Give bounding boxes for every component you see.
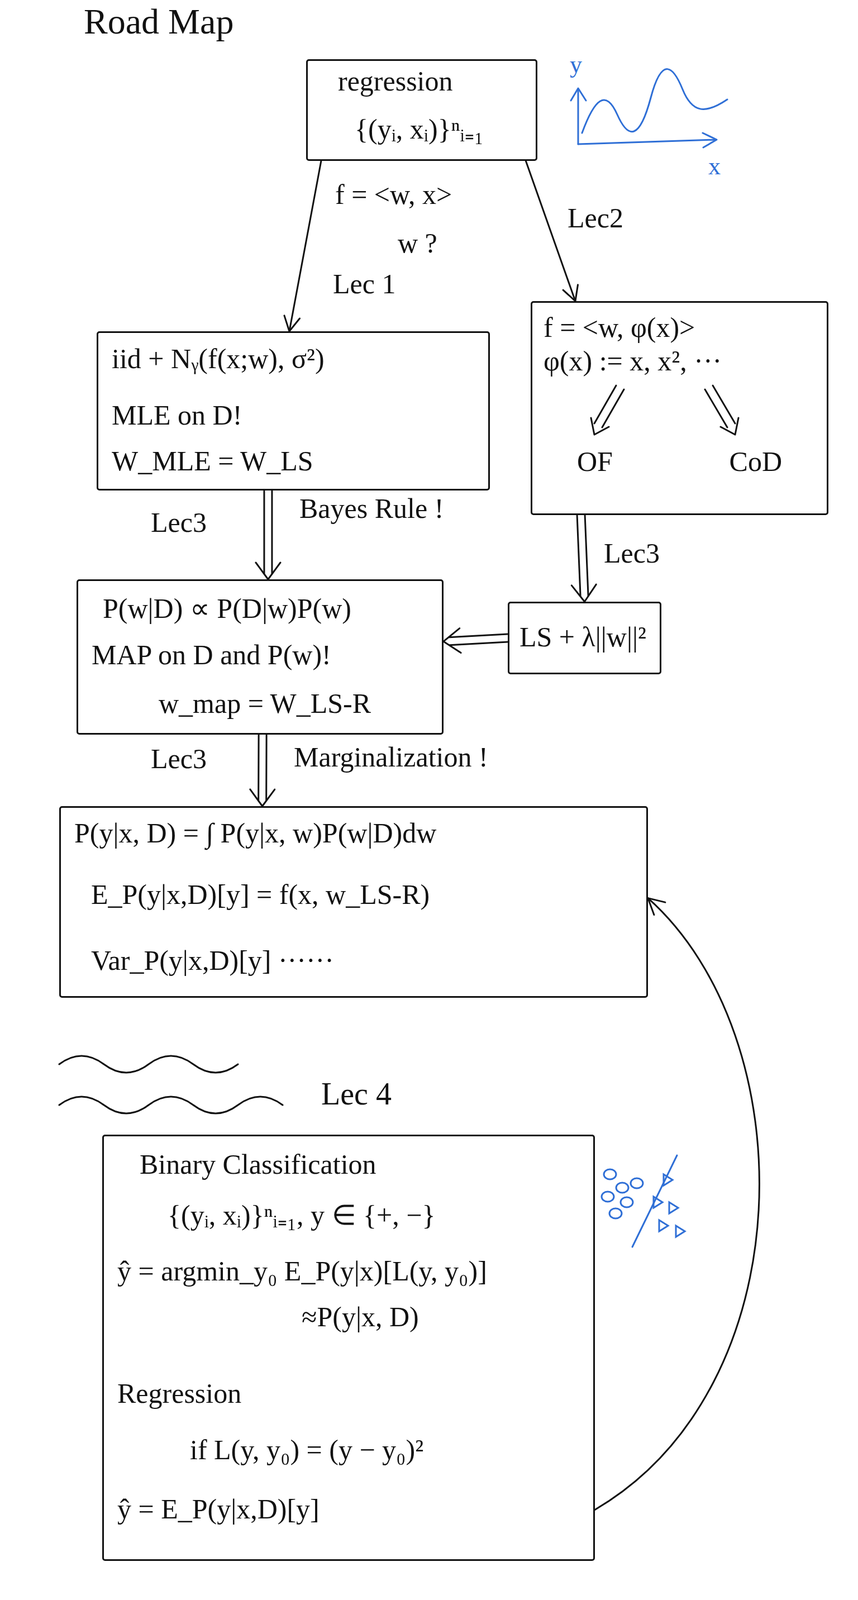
note-label: Lec3 (150, 505, 207, 540)
connector-line (584, 515, 589, 597)
page-title: Road Map (83, 2, 234, 42)
separator-line (632, 1155, 678, 1247)
box-text: Regression (117, 1376, 580, 1410)
process-box: Binary Classification {(yᵢ, xᵢ)}ⁿᵢ₌₁, y ∈… (102, 1134, 595, 1561)
arrow-head (443, 628, 461, 653)
connector (255, 490, 281, 580)
arrow-head (590, 417, 609, 435)
box-heading: f = <w, φ(x)> (543, 310, 816, 345)
box-heading: P(y|x, D) = ∫ P(y|x, w)P(w|D)dw (74, 816, 633, 850)
x-axis (578, 139, 717, 145)
y-axis (577, 89, 580, 145)
process-box: P(y|x, D) = ∫ P(y|x, w)P(w|D)dwE_P(y|x,D… (59, 806, 648, 998)
arrow-head (571, 584, 597, 602)
plot-sketch (570, 69, 728, 148)
class-point (609, 1208, 622, 1219)
note-label: f = <w, x> (335, 177, 452, 212)
process-box: regression {(yᵢ, xᵢ)}ⁿᵢ₌₁ (306, 59, 538, 161)
box-heading: P(w|D) ∝ P(D|w)P(w) (102, 591, 429, 626)
class-point (620, 1197, 633, 1208)
box-text: ŷ = E_P(y|x,D)[y] (117, 1492, 580, 1526)
class-point (653, 1196, 663, 1208)
note-label: Lec3 (150, 741, 207, 776)
box-heading: LS + λ||w||² (519, 620, 650, 654)
connector-line (289, 160, 322, 332)
box-text: MLE on D! (111, 398, 475, 432)
axis-label: x (708, 149, 721, 184)
axis-arrow (702, 132, 717, 148)
box-text: MAP on D and P(w)! (91, 637, 429, 672)
box-text: Var_P(y|x,D)[y] ······ (91, 943, 633, 977)
arrow-line (602, 389, 624, 428)
arrow-head (647, 898, 666, 915)
process-box: iid + Nᵧ(f(x;w), σ²) MLE on D! W_MLE = W_L… (96, 331, 490, 491)
box-text: ≈P(y|x, D) (301, 1299, 580, 1334)
box-text: CoD (729, 444, 783, 479)
process-box: P(w|D) ∝ P(D|w)P(w) MAP on D and P(w)! w_m… (76, 579, 444, 735)
axis-arrow (570, 88, 586, 101)
connector (443, 628, 508, 653)
box-text: E_P(y|x,D)[y] = f(x, w_LS-R) (91, 877, 633, 912)
note-label: Lec 4 (321, 1076, 392, 1111)
arrow-head (720, 417, 739, 435)
connector-line (449, 634, 508, 638)
box-text: W_MLE = W_LS (111, 444, 475, 478)
box-text: {(yᵢ, xᵢ)}ⁿᵢ₌₁, y ∈ {+, −} (167, 1198, 580, 1232)
connector-line (577, 515, 581, 597)
box-heading: iid + Nᵧ(f(x;w), σ²) (111, 341, 475, 376)
edge-label: Lec 1 (329, 267, 399, 301)
class-point (630, 1178, 643, 1189)
edge-label: Lec3 (600, 536, 664, 570)
edge-label: Lec2 (564, 201, 627, 235)
arrow-head (284, 315, 300, 332)
box-text: if L(y, y₀) = (y − y₀)² (189, 1432, 580, 1467)
scatter-sketch (601, 1155, 685, 1247)
process-box: f = <w, φ(x)>φ(x) := x, x², ··· OF CoD (530, 301, 829, 516)
box-text: ŷ = argmin_y₀ E_P(y|x)[L(y, y₀)] (117, 1254, 580, 1288)
axis-label: y (569, 48, 583, 82)
arrow-line (712, 385, 736, 424)
double-arrows (590, 385, 739, 435)
class-point (675, 1225, 685, 1237)
box-heading: regression (337, 64, 523, 98)
class-point (603, 1169, 617, 1180)
connector-line (270, 490, 273, 574)
connector-line (449, 641, 508, 646)
connector (284, 160, 322, 332)
data-curve (582, 69, 728, 133)
box-text: OF (577, 444, 613, 479)
note-label: w ? (397, 226, 438, 260)
class-point (663, 1174, 673, 1186)
wave-line (59, 1096, 283, 1114)
process-box: LS + λ||w||² (507, 601, 662, 675)
class-point (601, 1191, 614, 1202)
box-text: φ(x) := x, x², ··· (543, 344, 816, 378)
connector (594, 898, 760, 1510)
edge-label: Marginalization ! (290, 740, 492, 774)
connector (250, 734, 275, 807)
wavy-divider (59, 1055, 283, 1114)
text-row: OF CoD (543, 444, 816, 479)
class-point (616, 1182, 629, 1193)
edge-label: Bayes Rule ! (296, 491, 447, 526)
arrow-line (704, 389, 728, 428)
connector (571, 515, 597, 602)
class-point (659, 1219, 669, 1232)
arrow-line (594, 385, 617, 424)
wave-line (59, 1055, 238, 1073)
connector-line (257, 734, 260, 801)
arrow-head (563, 284, 578, 302)
arrow-head (255, 562, 281, 580)
connector-curve (594, 898, 760, 1510)
box-heading: Binary Classification (139, 1147, 580, 1181)
connector-line (265, 734, 268, 801)
box-text: {(yᵢ, xᵢ)}ⁿᵢ₌₁ (354, 112, 523, 146)
class-point (669, 1202, 679, 1214)
arrow-head (250, 789, 275, 807)
box-text: w_map = W_LS-R (158, 686, 429, 721)
connector-line (263, 490, 265, 574)
